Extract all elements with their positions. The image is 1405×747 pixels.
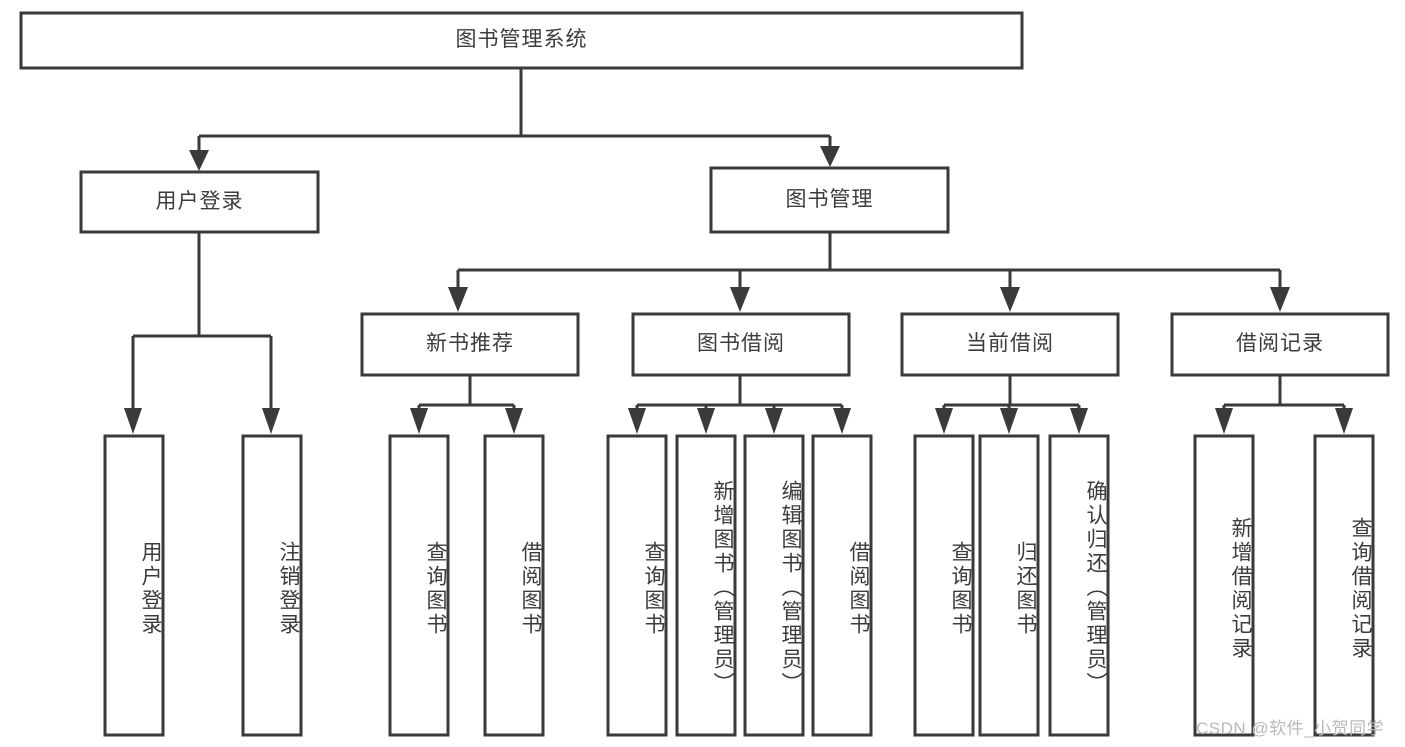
node-box-leaf-query-record[interactable]: [1313, 434, 1375, 737]
node-box-leaf-user-login[interactable]: [103, 434, 165, 737]
node-box-leaf-add-record[interactable]: [1193, 434, 1255, 737]
arrow-head-leaf-return-book: [1000, 408, 1018, 434]
node-box-leaf-query-book-3[interactable]: [913, 434, 975, 737]
arrow-head-leaf-logout: [262, 408, 280, 434]
node-box-leaf-borrow-book-1[interactable]: [483, 434, 545, 737]
node-box-leaf-edit-book[interactable]: [743, 434, 805, 737]
node-box-leaf-borrow-book-2[interactable]: [811, 434, 873, 737]
node-box-borrow-record[interactable]: [1170, 312, 1390, 377]
arrow-head-book-borrow: [730, 287, 750, 312]
node-box-current-borrow[interactable]: [900, 312, 1120, 377]
node-box-leaf-logout[interactable]: [241, 434, 303, 737]
arrow-head-leaf-edit-book: [765, 408, 783, 434]
arrow-head-leaf-borrow-book-1: [505, 408, 523, 434]
watermark-text: CSDN @软件_小贺同学: [1196, 719, 1385, 738]
node-box-leaf-add-book[interactable]: [675, 434, 737, 737]
arrow-head-leaf-add-book: [697, 408, 715, 434]
arrow-head-leaf-user-login: [124, 408, 142, 434]
arrow-head-leaf-borrow-book-2: [833, 408, 851, 434]
node-box-leaf-query-book-2[interactable]: [606, 434, 668, 737]
node-box-book-management[interactable]: [709, 166, 950, 234]
arrow-head-leaf-query-record: [1335, 408, 1353, 434]
arrow-head-leaf-add-record: [1215, 408, 1233, 434]
node-box-leaf-confirm-return[interactable]: [1048, 434, 1110, 737]
arrow-head-leaf-query-book-2: [628, 408, 646, 434]
arrow-head-book-management: [820, 146, 840, 167]
arrow-head-user-login: [189, 150, 209, 171]
node-box-leaf-query-book-1[interactable]: [388, 434, 450, 737]
arrow-head-new-book-recommend: [448, 287, 468, 312]
node-box-leaf-return-book[interactable]: [978, 434, 1040, 737]
arrow-head-leaf-query-book-3: [935, 408, 953, 434]
node-box-book-borrow[interactable]: [631, 312, 851, 377]
node-box-new-book-recommend[interactable]: [360, 312, 580, 377]
node-box-user-login[interactable]: [79, 170, 320, 234]
arrow-head-borrow-record: [1270, 287, 1290, 312]
arrow-head-current-borrow: [1000, 287, 1020, 312]
node-box-root[interactable]: [19, 11, 1024, 70]
arrow-head-leaf-confirm-return: [1070, 408, 1088, 434]
arrow-head-leaf-query-book-1: [410, 408, 428, 434]
